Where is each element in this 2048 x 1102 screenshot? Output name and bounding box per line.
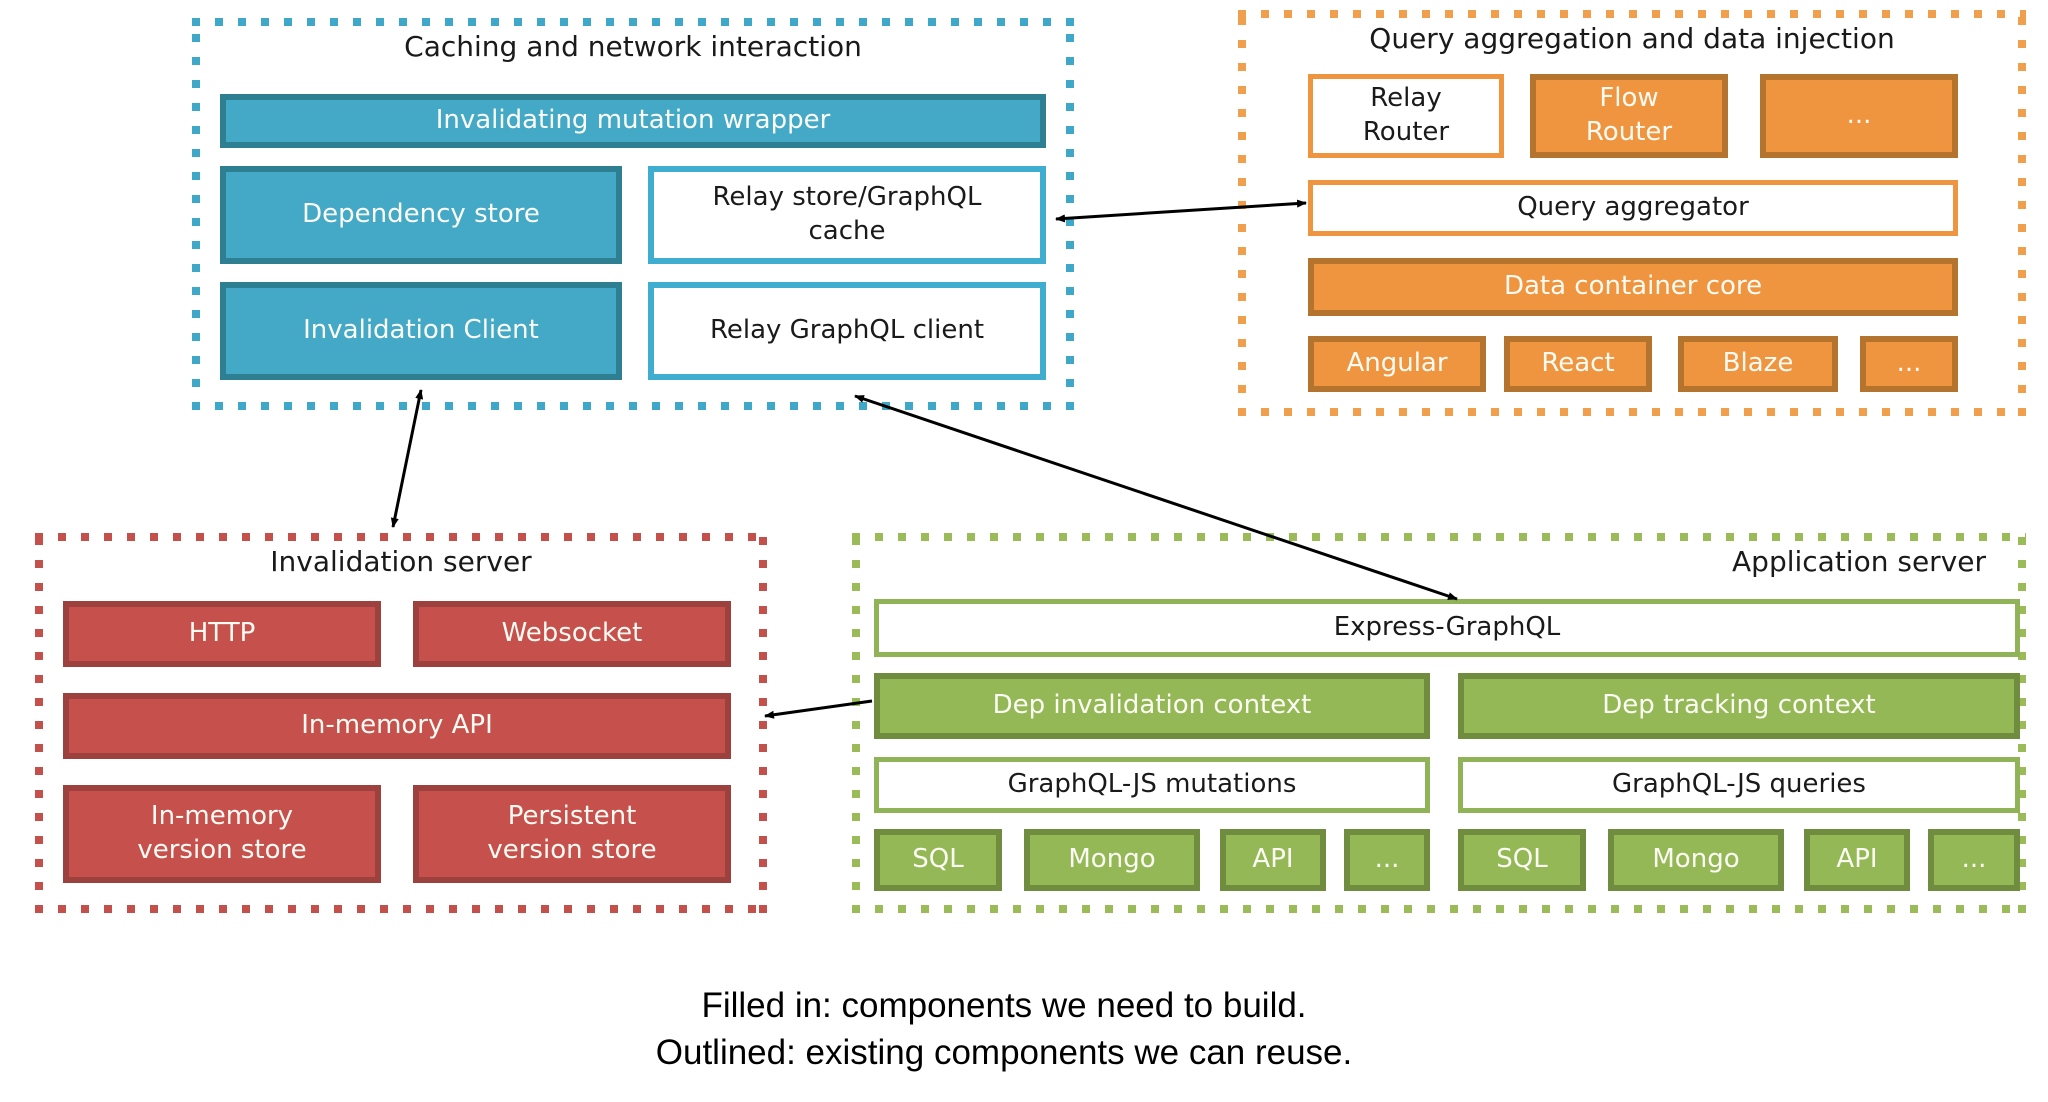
box-query-aggregator: Query aggregator [1308, 180, 1958, 236]
group-caching-network: Caching and network interaction Invalida… [192, 18, 1074, 410]
box-dep-invalidation-context: Dep invalidation context [874, 673, 1430, 739]
box-mutations-api: API [1220, 829, 1326, 891]
group-query-aggregation: Query aggregation and data injection Rel… [1238, 10, 2026, 416]
box-relay-graphql-client: Relay GraphQL client [648, 282, 1046, 380]
group-application-server: Application server Express-GraphQL Dep i… [852, 533, 2026, 913]
box-react: React [1504, 336, 1652, 392]
box-relay-router: Relay Router [1308, 74, 1504, 158]
box-queries-ellipsis: ... [1928, 829, 2020, 891]
box-websocket: Websocket [413, 601, 731, 667]
box-invalidating-mutation-wrapper: Invalidating mutation wrapper [220, 94, 1046, 148]
box-persistent-version-store: Persistent version store [413, 785, 731, 883]
group-query-aggregation-title: Query aggregation and data injection [1369, 22, 1895, 55]
box-blaze: Blaze [1678, 336, 1838, 392]
box-queries-mongo: Mongo [1608, 829, 1784, 891]
box-relay-store-graphql-cache: Relay store/GraphQL cache [648, 166, 1046, 264]
box-graphql-js-mutations: GraphQL-JS mutations [874, 757, 1430, 813]
box-queries-sql: SQL [1458, 829, 1586, 891]
legend-line-outlined: Outlined: existing components we can reu… [655, 1033, 1353, 1073]
box-data-container-core: Data container core [1308, 258, 1958, 316]
group-invalidation-server: Invalidation server HTTP Websocket In-me… [35, 533, 767, 913]
box-in-memory-version-store: In-memory version store [63, 785, 381, 883]
box-angular: Angular [1308, 336, 1486, 392]
box-dependency-store: Dependency store [220, 166, 622, 264]
box-dep-tracking-context: Dep tracking context [1458, 673, 2020, 739]
group-application-server-title: Application server [1732, 545, 1986, 578]
box-invalidation-client: Invalidation Client [220, 282, 622, 380]
box-mutations-mongo: Mongo [1024, 829, 1200, 891]
box-queries-api: API [1804, 829, 1910, 891]
box-frameworks-ellipsis: ... [1860, 336, 1958, 392]
group-invalidation-server-title: Invalidation server [270, 545, 532, 578]
box-router-ellipsis: ... [1760, 74, 1958, 158]
group-caching-title: Caching and network interaction [404, 30, 862, 63]
box-http: HTTP [63, 601, 381, 667]
legend-line-filled: Filled in: components we need to build. [701, 986, 1307, 1025]
box-mutations-ellipsis: ... [1344, 829, 1430, 891]
legend-caption: Filled in: components we need to build. … [0, 982, 2008, 1077]
arrow-client-to-invalidation-server [390, 389, 424, 528]
box-graphql-js-queries: GraphQL-JS queries [1458, 757, 2020, 813]
box-mutations-sql: SQL [874, 829, 1002, 891]
box-flow-router: Flow Router [1530, 74, 1728, 158]
box-in-memory-api: In-memory API [63, 693, 731, 759]
box-express-graphql: Express-GraphQL [874, 599, 2020, 657]
